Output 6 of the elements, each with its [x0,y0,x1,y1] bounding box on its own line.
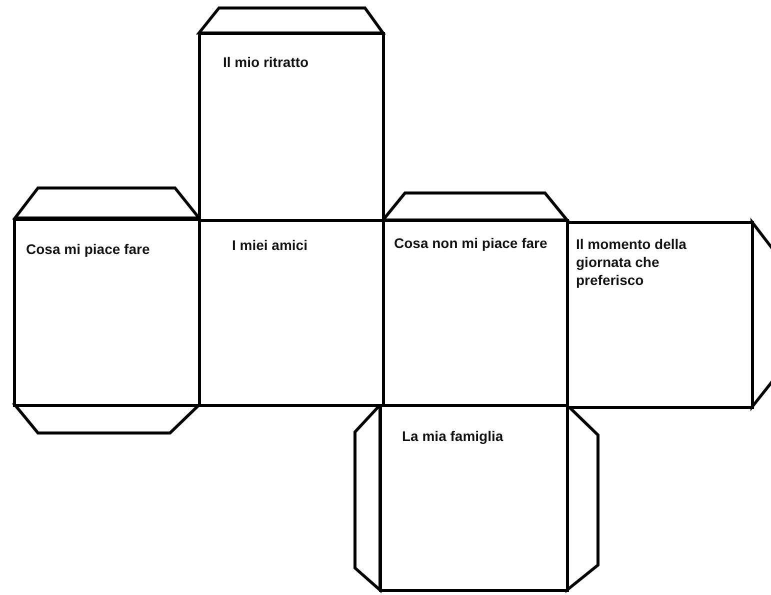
face-label: La mia famiglia [402,427,504,446]
face-label: Il mio ritratto [223,53,310,72]
face-label: I miei amici [232,236,308,254]
face-label: Cosa non mi piace fare [394,234,548,252]
face-label: Il momento della giornata che preferisco [576,235,688,290]
face-label: Cosa mi piace fare [26,240,151,258]
